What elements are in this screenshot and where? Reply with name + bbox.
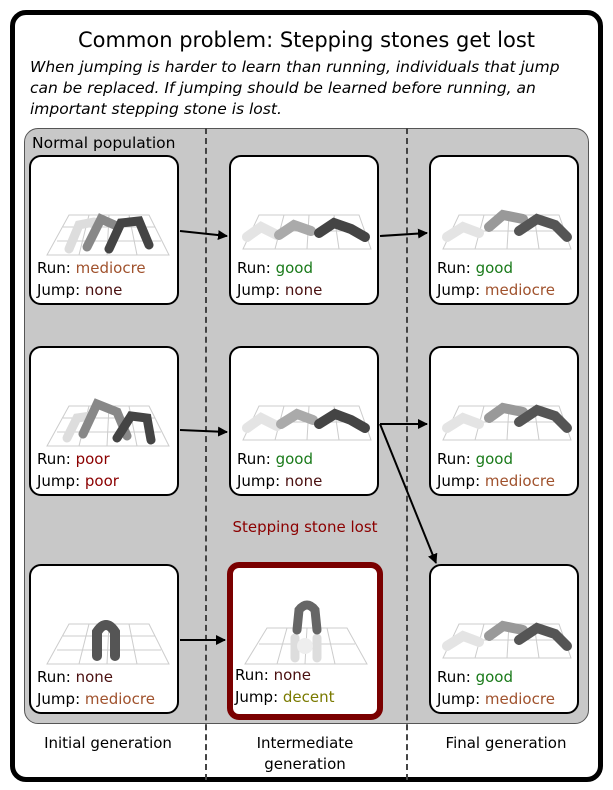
stepping-stone-lost-label: Stepping stone lost: [232, 518, 378, 536]
individual-card: Run: poor Jump: poor: [29, 346, 179, 496]
jump-label: Jump:: [235, 688, 279, 706]
jump-value: mediocre: [484, 690, 555, 708]
robot-jumping-icon: [46, 620, 170, 665]
generation-label: Initial generation: [44, 734, 172, 752]
run-value: good: [475, 668, 514, 686]
robot-running-icon: [442, 402, 572, 441]
jump-value: poor: [84, 472, 119, 490]
run-value: none: [75, 668, 114, 686]
jump-value: mediocre: [484, 281, 555, 299]
robot-running-icon: [46, 398, 170, 447]
individual-card: Run: good Jump: mediocre: [429, 346, 579, 496]
diagram-title: Common problem: Stepping stones get lost: [77, 28, 536, 52]
jump-label: Jump:: [437, 690, 481, 708]
run-label: Run:: [37, 450, 71, 468]
robot-running-icon: [46, 213, 170, 256]
robot-running-icon: [242, 214, 372, 250]
run-label: Run:: [437, 259, 471, 277]
run-label: Run:: [235, 666, 269, 684]
jump-label: Jump:: [37, 281, 81, 299]
individual-card: Run: good Jump: none: [229, 155, 379, 305]
individual-card: Run: good Jump: mediocre: [429, 155, 579, 305]
diagram-subtitle: When jumping is harder to learn than run…: [30, 58, 560, 118]
run-value: good: [275, 450, 314, 468]
jump-value: mediocre: [484, 472, 555, 490]
robot-jumping-icon: [244, 600, 368, 665]
population-label: Normal population: [32, 134, 176, 152]
jump-label: Jump:: [237, 472, 281, 490]
jump-label: Jump:: [37, 690, 81, 708]
generation-label: Intermediate generation: [256, 734, 354, 773]
jump-label: Jump:: [437, 281, 481, 299]
run-label: Run:: [237, 259, 271, 277]
run-value: good: [475, 259, 514, 277]
lost-stepping-stone-card: Run: none Jump: decent: [227, 562, 383, 720]
robot-running-icon: [242, 405, 372, 441]
individual-card: Run: good Jump: none: [229, 346, 379, 496]
run-label: Run:: [37, 668, 71, 686]
jump-label: Jump:: [37, 472, 81, 490]
individual-card: Run: good Jump: mediocre: [429, 564, 579, 714]
robot-running-icon: [442, 620, 572, 659]
divider-line-2: [406, 128, 408, 780]
jump-value: none: [284, 281, 323, 299]
individual-card: Run: mediocre Jump: none: [29, 155, 179, 305]
jump-value: none: [284, 472, 323, 490]
jump-label: Jump:: [237, 281, 281, 299]
run-value: good: [275, 259, 314, 277]
run-value: good: [475, 450, 514, 468]
jump-value: decent: [282, 688, 335, 706]
jump-value: none: [84, 281, 123, 299]
run-label: Run:: [237, 450, 271, 468]
run-value: poor: [75, 450, 110, 468]
run-value: none: [273, 666, 312, 684]
robot-running-icon: [442, 209, 572, 250]
generation-label: Final generation: [445, 734, 567, 752]
individual-card: Run: none Jump: mediocre: [29, 564, 179, 714]
jump-value: mediocre: [84, 690, 155, 708]
run-label: Run:: [437, 668, 471, 686]
divider-line-1: [205, 128, 207, 780]
jump-label: Jump:: [437, 472, 481, 490]
run-value: mediocre: [75, 259, 146, 277]
run-label: Run:: [37, 259, 71, 277]
run-label: Run:: [437, 450, 471, 468]
